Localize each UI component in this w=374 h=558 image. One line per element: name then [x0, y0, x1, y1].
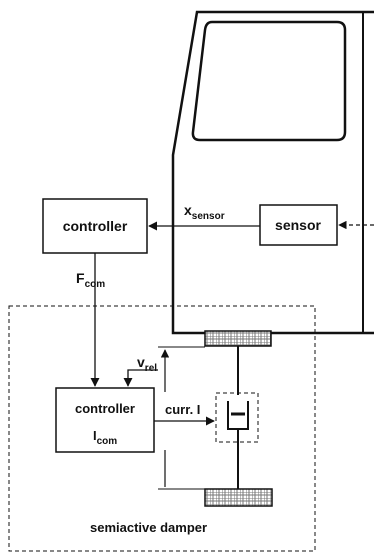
current-label: curr. I: [165, 402, 200, 417]
bottom-mount: [204, 488, 273, 507]
v-rel-label: vrel: [137, 354, 157, 374]
sensor-box: [259, 204, 338, 246]
controller-top-label: controller: [63, 218, 128, 234]
v-rel-arrow: [123, 369, 158, 387]
i-com-label: Icom: [93, 428, 117, 447]
damper-cylinder: [227, 401, 249, 430]
f-com-label: Fcom: [76, 270, 105, 290]
semiactive-damper-frame: [8, 305, 316, 552]
top-mount: [204, 330, 272, 347]
vehicle-window: [191, 20, 347, 142]
sensor-label: sensor: [275, 217, 321, 233]
controller-bottom-label: controller: [75, 401, 135, 416]
controller-top-box: [42, 198, 148, 254]
controller-bottom-box: [55, 387, 155, 453]
damper-valve-frame: [215, 392, 259, 443]
semiactive-damper-label: semiactive damper: [90, 520, 207, 535]
x-sensor-label: xsensor: [184, 202, 225, 222]
